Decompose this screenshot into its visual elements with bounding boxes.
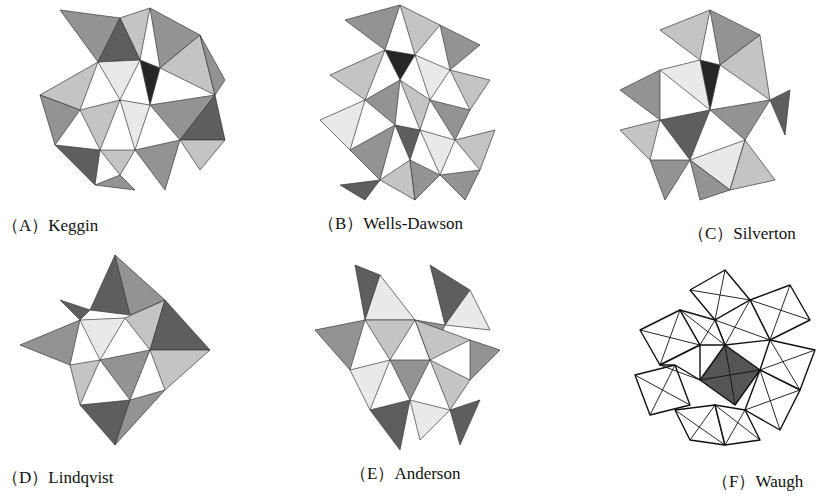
- lindqvist-structure: [20, 255, 210, 445]
- keggin-structure: [40, 8, 225, 190]
- silverton-structure: [620, 10, 790, 200]
- waugh-structure: [635, 270, 815, 445]
- figure-caption: （A）Keggin: [2, 216, 98, 236]
- figure-caption: （D）Lindqvist: [2, 468, 113, 488]
- figure-caption: （C）Silverton: [688, 224, 796, 244]
- figure-caption: （B）Wells-Dawson: [318, 214, 463, 234]
- wells-dawson-structure: [320, 5, 495, 200]
- anderson-structure: [315, 265, 500, 450]
- figure-caption: （F）Waugh: [712, 472, 803, 492]
- figure-caption: （E）Anderson: [350, 464, 460, 484]
